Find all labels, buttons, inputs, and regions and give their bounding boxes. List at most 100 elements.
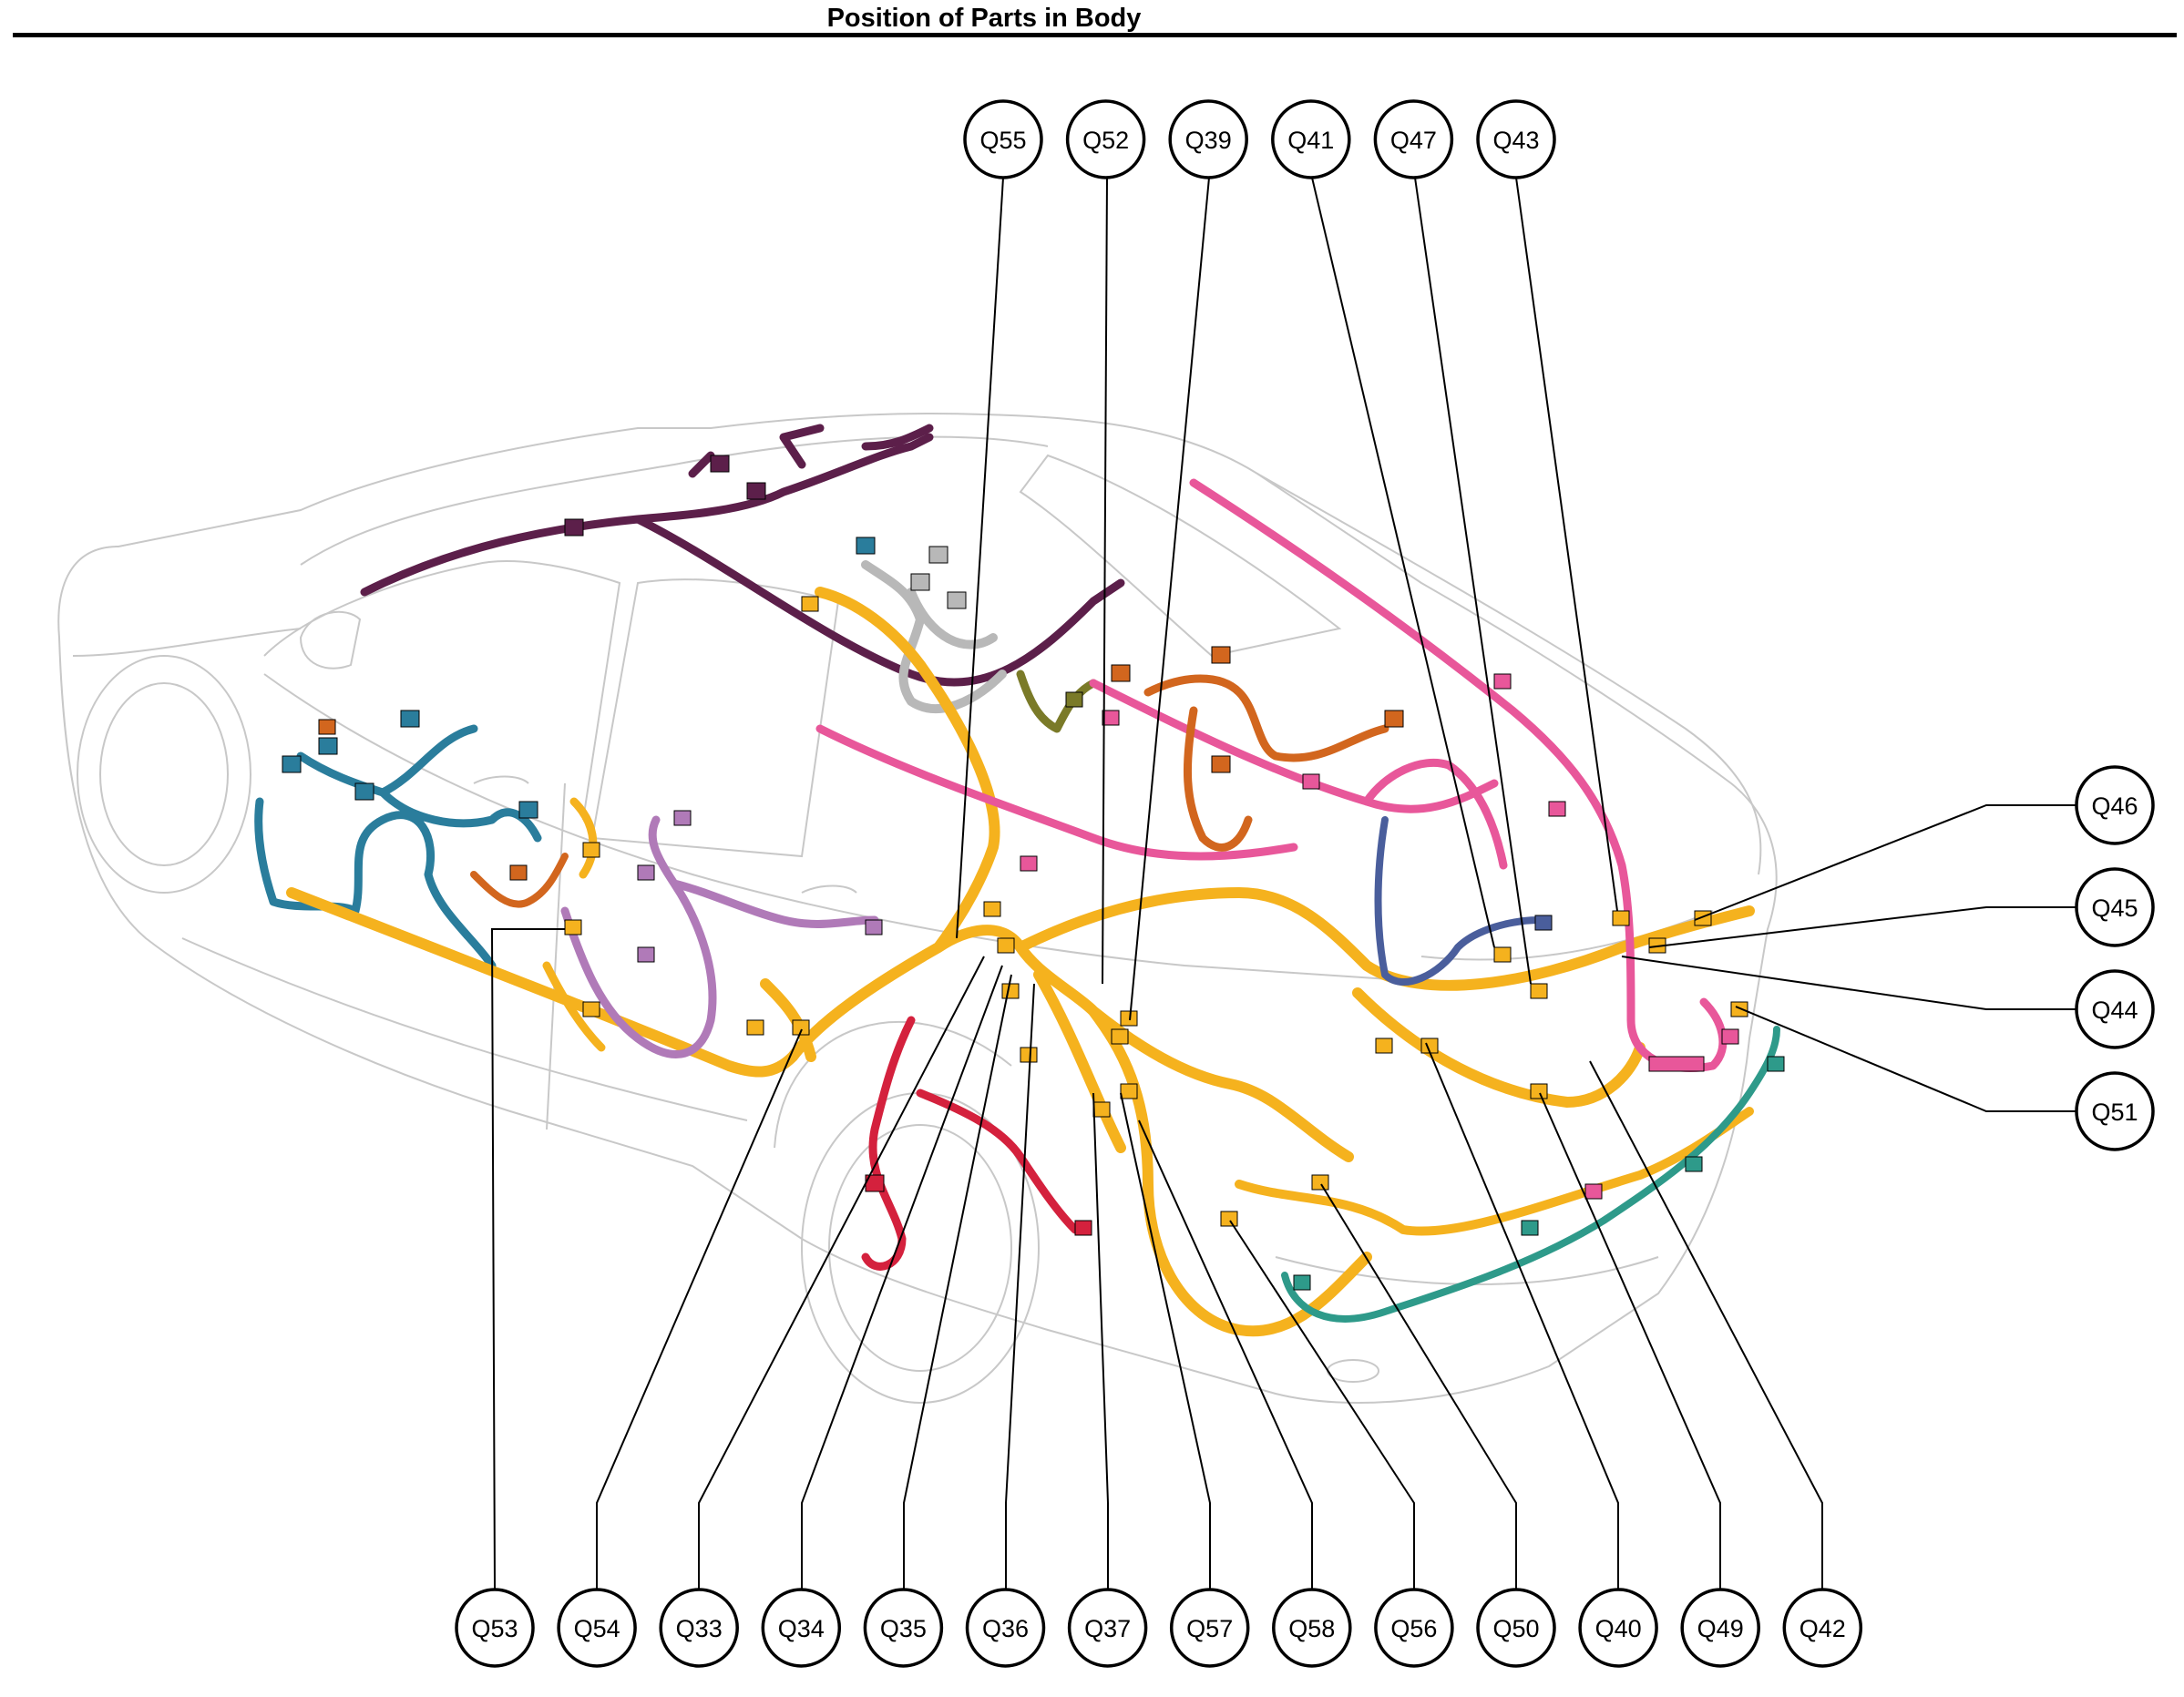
- callout-q42: Q42: [1782, 1588, 1863, 1668]
- callout-label: Q53: [471, 1615, 518, 1642]
- callout-label: Q50: [1492, 1615, 1539, 1642]
- red-seat-harness: [861, 1016, 1080, 1271]
- callout-circle: [2075, 1071, 2155, 1151]
- callout-q36: Q36: [965, 1588, 1046, 1668]
- callout-circle: [557, 1588, 637, 1668]
- callout-circle: [1168, 99, 1248, 179]
- leader-q35: [903, 974, 1012, 1590]
- rocker-line: [181, 937, 748, 1121]
- leader-q33: [698, 956, 985, 1590]
- callout-circle: [963, 99, 1043, 179]
- leader-q54: [596, 1028, 803, 1590]
- callout-label: Q57: [1186, 1615, 1233, 1642]
- front-wheel: [77, 655, 251, 894]
- connector: [928, 546, 948, 564]
- leader-q52: [1102, 177, 1108, 985]
- connector: [1534, 915, 1553, 931]
- connector: [910, 573, 930, 591]
- callout-circle: [1578, 1588, 1658, 1668]
- callout-q41: Q41: [1271, 99, 1351, 179]
- leader-q43: [1515, 177, 1618, 912]
- leader-q41: [1311, 177, 1495, 948]
- leader-q45: [1648, 906, 2076, 948]
- connector: [746, 1019, 764, 1036]
- callout-circle: [965, 1588, 1046, 1668]
- connector: [282, 755, 302, 773]
- side-mirror: [299, 610, 362, 670]
- connector: [710, 455, 730, 473]
- wheel-arch-rear: [774, 1021, 1012, 1149]
- leader-q37: [1092, 1092, 1109, 1590]
- callout-q52: Q52: [1065, 99, 1146, 179]
- connector: [983, 901, 1001, 917]
- connector: [564, 919, 582, 935]
- callout-q50: Q50: [1476, 1588, 1556, 1668]
- callout-q39: Q39: [1168, 99, 1248, 179]
- connector: [518, 801, 538, 819]
- leader-q50: [1320, 1183, 1517, 1590]
- connector: [637, 946, 655, 963]
- connector: [1001, 983, 1020, 999]
- connector: [1521, 1220, 1539, 1236]
- connector: [1730, 1001, 1748, 1017]
- connector: [1211, 646, 1231, 664]
- leader-lines: [490, 177, 2076, 1590]
- leader-q55: [956, 177, 1004, 939]
- callout-q40: Q40: [1578, 1588, 1658, 1668]
- connector: [509, 864, 528, 881]
- callout-label: Q54: [574, 1615, 620, 1642]
- callout-circle: [1476, 1588, 1556, 1668]
- callout-q34: Q34: [761, 1588, 842, 1668]
- leader-q44: [1621, 956, 2076, 1010]
- connector: [1092, 1101, 1111, 1118]
- leader-q40: [1425, 1042, 1619, 1590]
- connector: [1111, 1028, 1129, 1045]
- rear-door-handle: [801, 884, 857, 894]
- callout-q56: Q56: [1374, 1588, 1454, 1668]
- rear-door-harness-yellow: [542, 797, 606, 1052]
- leader-q58: [1138, 1119, 1313, 1590]
- front-wheel-inner: [99, 682, 229, 866]
- callout-label: Q39: [1185, 127, 1232, 154]
- connector: [1311, 1174, 1329, 1191]
- callout-circle: [1476, 99, 1556, 179]
- callout-circle: [1374, 1588, 1454, 1668]
- body-silhouette: [57, 412, 1778, 1404]
- connector: [1721, 1028, 1739, 1045]
- callout-q35: Q35: [863, 1588, 944, 1668]
- rear-bumper-harness: [1281, 1026, 1780, 1323]
- callout-circle: [1782, 1588, 1863, 1668]
- callout-circle: [659, 1588, 739, 1668]
- connector: [1020, 855, 1038, 872]
- callout-circle: [761, 1588, 842, 1668]
- hood-line: [72, 628, 302, 657]
- orange-front-harness: [470, 853, 569, 908]
- connector: [1384, 710, 1404, 728]
- callout-label: Q33: [676, 1615, 723, 1642]
- callout-label: Q56: [1390, 1615, 1437, 1642]
- connector: [1530, 1083, 1548, 1099]
- callout-circle: [1065, 99, 1146, 179]
- connector: [865, 919, 883, 935]
- leader-q56: [1229, 1220, 1415, 1590]
- callout-label: Q52: [1082, 127, 1129, 154]
- connector: [1020, 1047, 1038, 1063]
- callout-label: Q45: [2091, 895, 2138, 922]
- callout-label: Q37: [1084, 1615, 1131, 1642]
- callout-circle: [455, 1588, 535, 1668]
- navy-harness: [1374, 816, 1543, 987]
- connector: [1102, 710, 1120, 726]
- connector: [318, 737, 338, 755]
- connector: [1648, 1056, 1705, 1072]
- callout-label: Q46: [2091, 792, 2138, 820]
- connector: [1493, 673, 1512, 690]
- front-door-harness: [254, 724, 542, 970]
- page-title: Position of Parts in Body: [826, 4, 1142, 33]
- connector: [1685, 1156, 1703, 1172]
- connector: [801, 596, 819, 612]
- callout-q45: Q45: [2075, 867, 2155, 947]
- connector: [1211, 755, 1231, 773]
- connector: [1120, 1083, 1138, 1099]
- connector: [318, 719, 336, 735]
- callout-q44: Q44: [2075, 969, 2155, 1049]
